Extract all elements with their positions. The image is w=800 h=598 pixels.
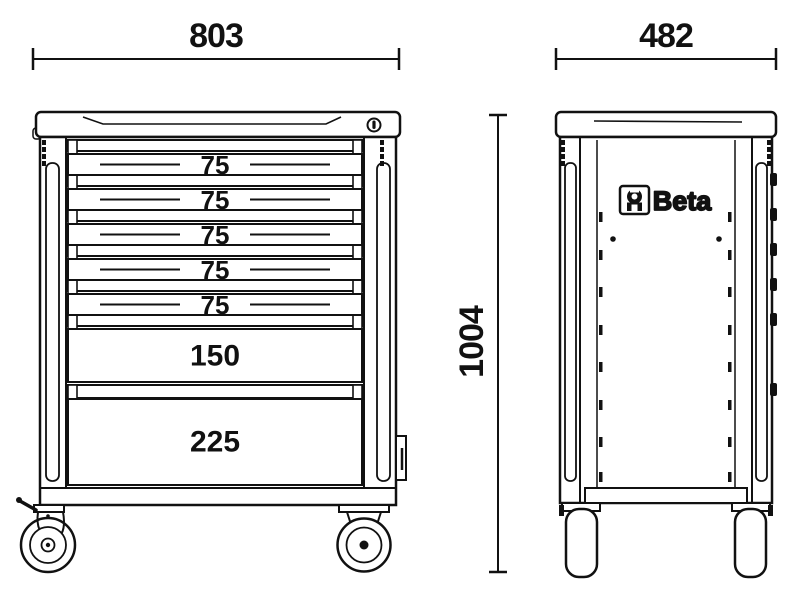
front-left-post-trim — [45, 162, 60, 482]
panel-slots — [599, 212, 732, 482]
side-depth-dimension — [554, 48, 778, 70]
drawer-label: 225 — [190, 426, 240, 459]
panel-hole — [716, 236, 722, 242]
front-right-post-trim — [376, 162, 391, 482]
lock-keyhole-icon — [366, 117, 382, 133]
drawer-label: 75 — [201, 220, 230, 250]
front-corner-hatch-marks — [42, 140, 384, 166]
brake-lever-icon — [18, 499, 38, 512]
drawer-face-lines — [100, 163, 330, 306]
side-left-post-trim — [564, 162, 577, 482]
front-left-caster — [16, 497, 77, 574]
side-rear-caster — [559, 502, 601, 579]
drawer-faces — [67, 153, 363, 486]
front-worktop — [32, 110, 402, 140]
front-width-dimension — [31, 48, 401, 70]
front-drawers: 75 75 75 75 75 150 225 — [67, 139, 363, 486]
side-height-label: 1004 — [453, 305, 491, 378]
panel-hole — [610, 236, 616, 242]
drawer-label: 75 — [201, 290, 230, 320]
front-view: 803 — [16, 17, 407, 574]
front-width-label: 803 — [189, 17, 243, 55]
drawer-label: 150 — [190, 340, 240, 373]
beta-logo: Beta — [618, 184, 713, 217]
drawer-label: 75 — [201, 185, 230, 215]
beta-wrench-logo-icon — [618, 184, 651, 216]
drawer-label: 75 — [201, 150, 230, 180]
side-height-dimension — [489, 113, 507, 574]
rail-end-bumps — [770, 173, 777, 396]
side-bracket — [395, 435, 407, 481]
drawer-label: 75 — [201, 255, 230, 285]
side-view: 482 1004 — [453, 17, 778, 579]
brand-label: Beta — [653, 186, 713, 216]
side-base-bar — [584, 487, 748, 504]
side-right-post-trim — [755, 162, 768, 482]
side-depth-label: 482 — [639, 17, 693, 55]
side-front-caster — [731, 502, 773, 579]
front-right-caster — [336, 504, 392, 573]
side-corner-hatch-marks — [561, 140, 771, 166]
side-body — [558, 135, 777, 505]
